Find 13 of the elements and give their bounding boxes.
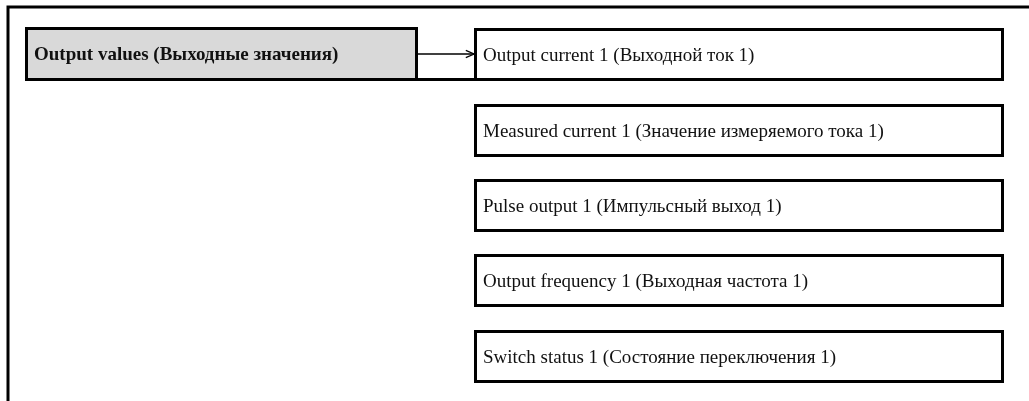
item-label: Switch status 1 (Состояние переключения 1) [483, 345, 837, 368]
menu-item-box [474, 179, 1004, 232]
arrow [417, 49, 475, 59]
menu-item-box [474, 254, 1004, 307]
menu-item-box [474, 28, 1004, 81]
item-label: Output current 1 (Выходной ток 1) [483, 43, 755, 66]
menu-item-box [474, 104, 1004, 157]
menu-item-box [474, 330, 1004, 383]
item-label: Output frequency 1 (Выходная частота 1) [483, 269, 808, 292]
item-label: Pulse output 1 (Импульсный выход 1) [483, 194, 782, 217]
menu-heading-box [25, 27, 418, 81]
item-label: Output values (Выходные значения) [34, 43, 339, 65]
item-label: Measured current 1 (Значение измеряемого тока 1) [483, 119, 884, 142]
